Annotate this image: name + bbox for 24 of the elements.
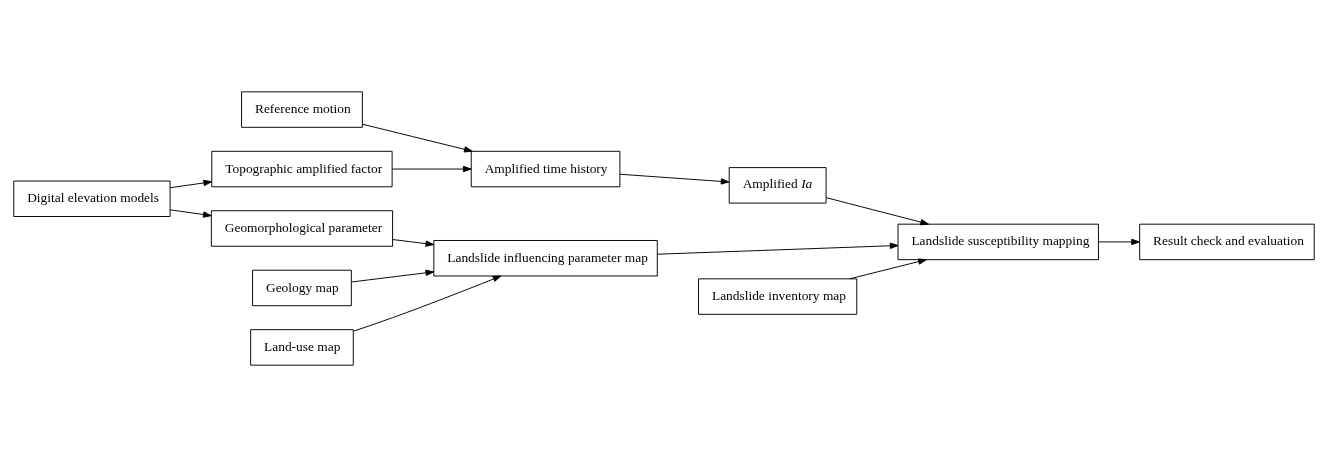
arrow (1098, 238, 1140, 245)
arrow (392, 238, 435, 247)
arrow (391, 165, 472, 172)
node-box: Topographic amplified factor (211, 150, 393, 187)
arrow (352, 275, 502, 332)
arrow (351, 269, 435, 282)
arrow (849, 257, 927, 279)
node-box: Landslide inventory map (698, 277, 858, 315)
arrow (619, 173, 730, 185)
node-box: Reference motion (241, 90, 363, 128)
node-box: Digital elevation models (13, 180, 171, 217)
arrow (362, 123, 473, 152)
node-box: Amplified time history (470, 150, 621, 187)
arrow (169, 208, 212, 218)
arrow (169, 179, 212, 188)
node-box: Landslide influencing parameter map (433, 239, 658, 276)
node-box: Land-use map (250, 328, 354, 366)
node-box: Geomorphological parameter (210, 209, 394, 247)
arrow (825, 196, 929, 225)
node-box: Result check and evaluation (1139, 223, 1315, 260)
arrow (656, 242, 899, 255)
node-box: Amplified Ia (728, 166, 827, 204)
node-box: Landslide susceptibility mapping (897, 223, 1099, 260)
node-box: Geology map (252, 269, 352, 306)
